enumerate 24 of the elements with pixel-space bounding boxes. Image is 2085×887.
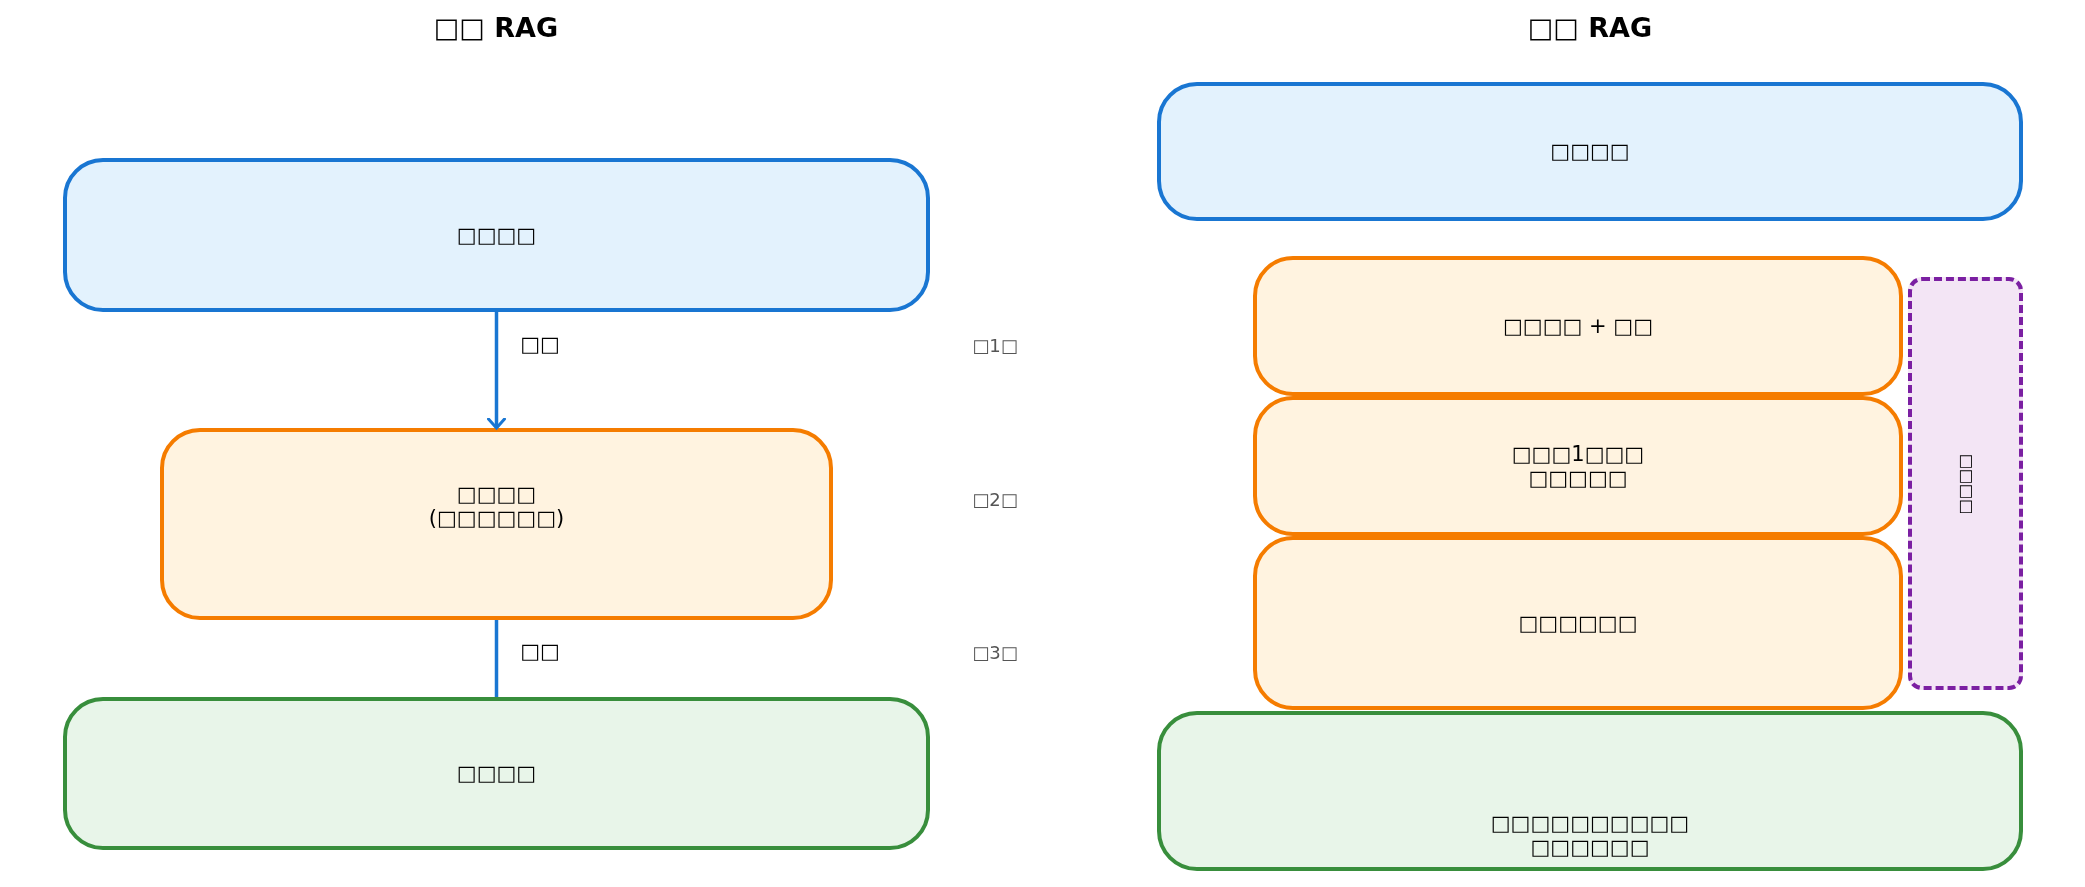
box-label: □□□□ [1550,139,1630,164]
step-label: □1□ [972,333,1018,358]
dashed-side-panel [1908,277,2023,690]
box-label: □□□1□□□ □□□□□ [1510,441,1646,491]
connector-line [494,620,499,697]
panel-title: □□ RAG [433,10,559,45]
box-label: □□□□□□ [1518,610,1638,636]
box-label: □□□□ (□□□□□□) [427,482,566,531]
box-label: □□□□ + □□ [1503,313,1653,339]
step-label: □3□ [972,640,1018,665]
arrow [487,312,506,430]
rounded-box [1157,82,2023,221]
box-label: □□□□ [456,222,537,248]
panel-title: □□ RAG [1527,10,1653,45]
rounded-box [63,158,930,312]
rounded-box [1157,711,2023,871]
rounded-box [1253,256,1903,396]
rounded-box [63,697,930,850]
rounded-box [1253,536,1903,710]
box-label: □□□□ [456,761,537,786]
box-label: □□□□ [1954,453,1976,514]
box-label: □□□□□□□□□□ □□□□□□ [1490,810,1690,859]
step-label: □2□ [972,487,1018,512]
rounded-box [160,428,833,620]
